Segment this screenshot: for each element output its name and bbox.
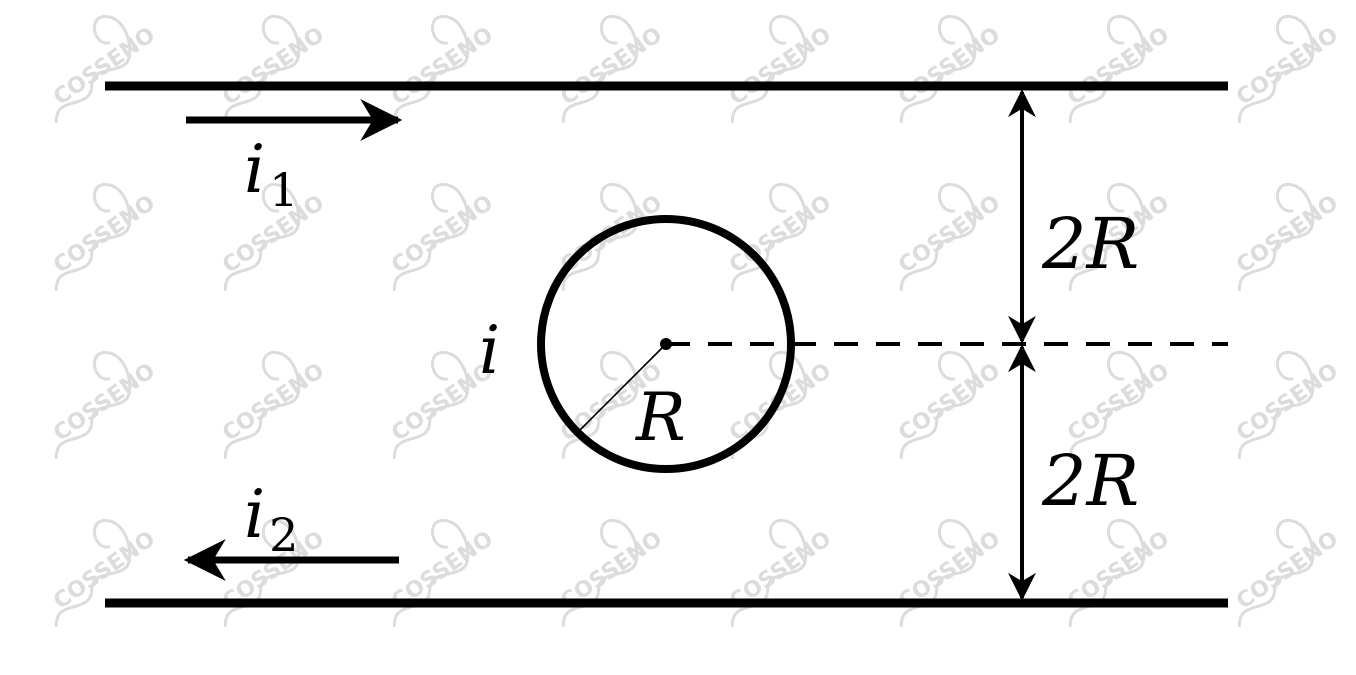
watermark-logo: COSSENO	[387, 518, 498, 628]
watermark-logo: COSSENO	[49, 182, 160, 292]
watermark-logo: COSSENO	[725, 350, 836, 460]
lower-distance-label: 2R	[1041, 440, 1139, 522]
watermark-logo: COSSENO	[556, 518, 667, 628]
watermark-logo: COSSENO	[1232, 350, 1343, 460]
svg-text:COSSENO: COSSENO	[894, 191, 1005, 279]
watermark-logo: COSSENO	[387, 14, 498, 124]
watermark-logo: COSSENO	[1232, 518, 1343, 628]
watermark-logo: COSSENO	[556, 182, 667, 292]
watermark-logo: COSSENO	[49, 14, 160, 124]
svg-text:COSSENO: COSSENO	[1063, 23, 1174, 111]
watermark-logo: COSSENO	[725, 518, 836, 628]
watermark-logo: COSSENO	[894, 350, 1005, 460]
watermark-logo: COSSENO	[894, 518, 1005, 628]
svg-text:COSSENO: COSSENO	[218, 359, 329, 447]
current-2-subscript: 2	[269, 508, 298, 562]
watermark-logo: COSSENO	[1232, 14, 1343, 124]
watermark-logo: COSSENO	[894, 14, 1005, 124]
svg-text:COSSENO: COSSENO	[49, 191, 160, 279]
current-1-subscript: 1	[269, 163, 298, 217]
watermark-logo: COSSENO	[218, 14, 329, 124]
svg-text:COSSENO: COSSENO	[894, 359, 1005, 447]
svg-text:COSSENO: COSSENO	[894, 23, 1005, 111]
svg-text:COSSENO: COSSENO	[725, 23, 836, 111]
watermark-logo: COSSENO	[556, 14, 667, 124]
svg-text:COSSENO: COSSENO	[1232, 191, 1343, 279]
svg-text:COSSENO: COSSENO	[725, 191, 836, 279]
watermark-logo: COSSENO	[49, 518, 160, 628]
svg-text:COSSENO: COSSENO	[387, 23, 498, 111]
watermark-logo-pattern: COSSENO COSSENO COSSENO COSSENO COSSENO COSSE…	[49, 14, 1343, 628]
svg-text:COSSENO: COSSENO	[556, 23, 667, 111]
current-loop	[537, 215, 795, 473]
watermark-logo: COSSENO	[49, 350, 160, 460]
svg-text:COSSENO: COSSENO	[1232, 359, 1343, 447]
watermark-logo: COSSENO	[1232, 182, 1343, 292]
svg-text:COSSENO: COSSENO	[49, 23, 160, 111]
radius-line	[576, 343, 667, 434]
svg-text:COSSENO: COSSENO	[387, 191, 498, 279]
svg-text:COSSENO: COSSENO	[1232, 23, 1343, 111]
current-2-label: i2	[244, 476, 298, 562]
svg-text:COSSENO: COSSENO	[218, 23, 329, 111]
svg-text:COSSENO: COSSENO	[1232, 527, 1343, 615]
current-1-label: i1	[244, 131, 298, 217]
radius-label: R	[635, 379, 686, 456]
watermark-logo: COSSENO	[387, 182, 498, 292]
watermark-logo: COSSENO	[1063, 14, 1174, 124]
watermark-logo: COSSENO	[894, 182, 1005, 292]
watermark-logo: COSSENO	[218, 350, 329, 460]
loop-current-label: i	[479, 312, 500, 389]
svg-text:COSSENO: COSSENO	[49, 359, 160, 447]
watermark-logo: COSSENO	[725, 14, 836, 124]
upper-distance-label: 2R	[1041, 203, 1139, 285]
svg-text:COSSENO: COSSENO	[1063, 359, 1174, 447]
